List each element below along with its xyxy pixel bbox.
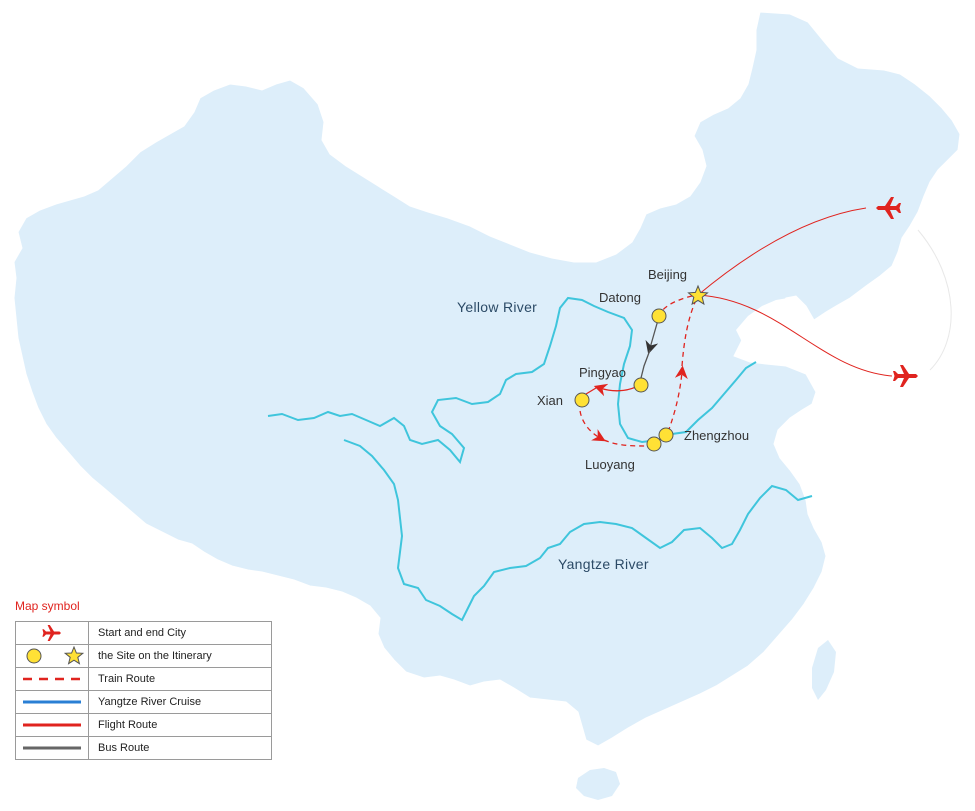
legend-row-bus: Bus Route — [15, 736, 272, 760]
legend-row-flight: Flight Route — [15, 713, 272, 737]
xian-marker — [574, 392, 590, 408]
plane-icon — [42, 625, 61, 641]
yellow-river-label: Yellow River — [457, 299, 537, 315]
legend-label: Bus Route — [88, 736, 272, 760]
taiwan-island — [812, 640, 836, 700]
legend-row-site: the Site on the Itinerary — [15, 644, 272, 668]
legend-row-start-end: Start and end City — [15, 621, 272, 645]
legend-label: Flight Route — [88, 713, 272, 737]
beijing-star-marker — [687, 284, 709, 306]
city-label-pingyao: Pingyao — [579, 365, 626, 380]
yangtze-river — [343, 439, 813, 622]
city-label-datong: Datong — [599, 290, 641, 305]
bohai-sea — [736, 298, 796, 342]
luoyang-marker — [646, 436, 662, 452]
legend-label: Start and end City — [88, 621, 272, 645]
flight-route-out — [697, 294, 893, 377]
plane-icon-departure — [893, 365, 918, 387]
legend-label: the Site on the Itinerary — [88, 644, 272, 668]
china-landmass — [13, 11, 961, 747]
solid-gray-line — [23, 746, 81, 750]
bus-route-datong-pingyao — [645, 319, 659, 355]
city-label-luoyang: Luoyang — [585, 457, 635, 472]
legend-label: Yangtze River Cruise — [88, 690, 272, 714]
zhengzhou-marker — [658, 427, 674, 443]
legend-row-train: Train Route — [15, 667, 272, 691]
yangtze-river-label: Yangtze River — [558, 556, 649, 572]
city-label-zhengzhou: Zhengzhou — [684, 428, 749, 443]
legend-row-cruise: Yangtze River Cruise — [15, 690, 272, 714]
pingyao-marker — [633, 377, 649, 393]
flight-connector-arc — [917, 229, 952, 371]
train-route-zhengzhou-beijing — [667, 365, 688, 433]
city-label-beijing: Beijing — [648, 267, 687, 282]
legend-title: Map symbol — [15, 599, 80, 613]
datong-marker — [651, 308, 667, 324]
yellow-river — [267, 296, 757, 465]
dashed-red-line — [23, 677, 81, 681]
site-circle-and-star-icon — [26, 646, 85, 665]
hainan-island — [576, 768, 620, 800]
train-route-beijing-datong — [659, 295, 693, 315]
solid-blue-line — [23, 700, 81, 704]
solid-red-line — [23, 723, 81, 727]
map-legend: Start and end City the Site on the Itine… — [15, 621, 272, 760]
legend-label: Train Route — [88, 667, 272, 691]
flight-route-in — [697, 207, 867, 296]
plane-icon-arrival — [876, 197, 901, 219]
city-label-xian: Xian — [537, 393, 563, 408]
